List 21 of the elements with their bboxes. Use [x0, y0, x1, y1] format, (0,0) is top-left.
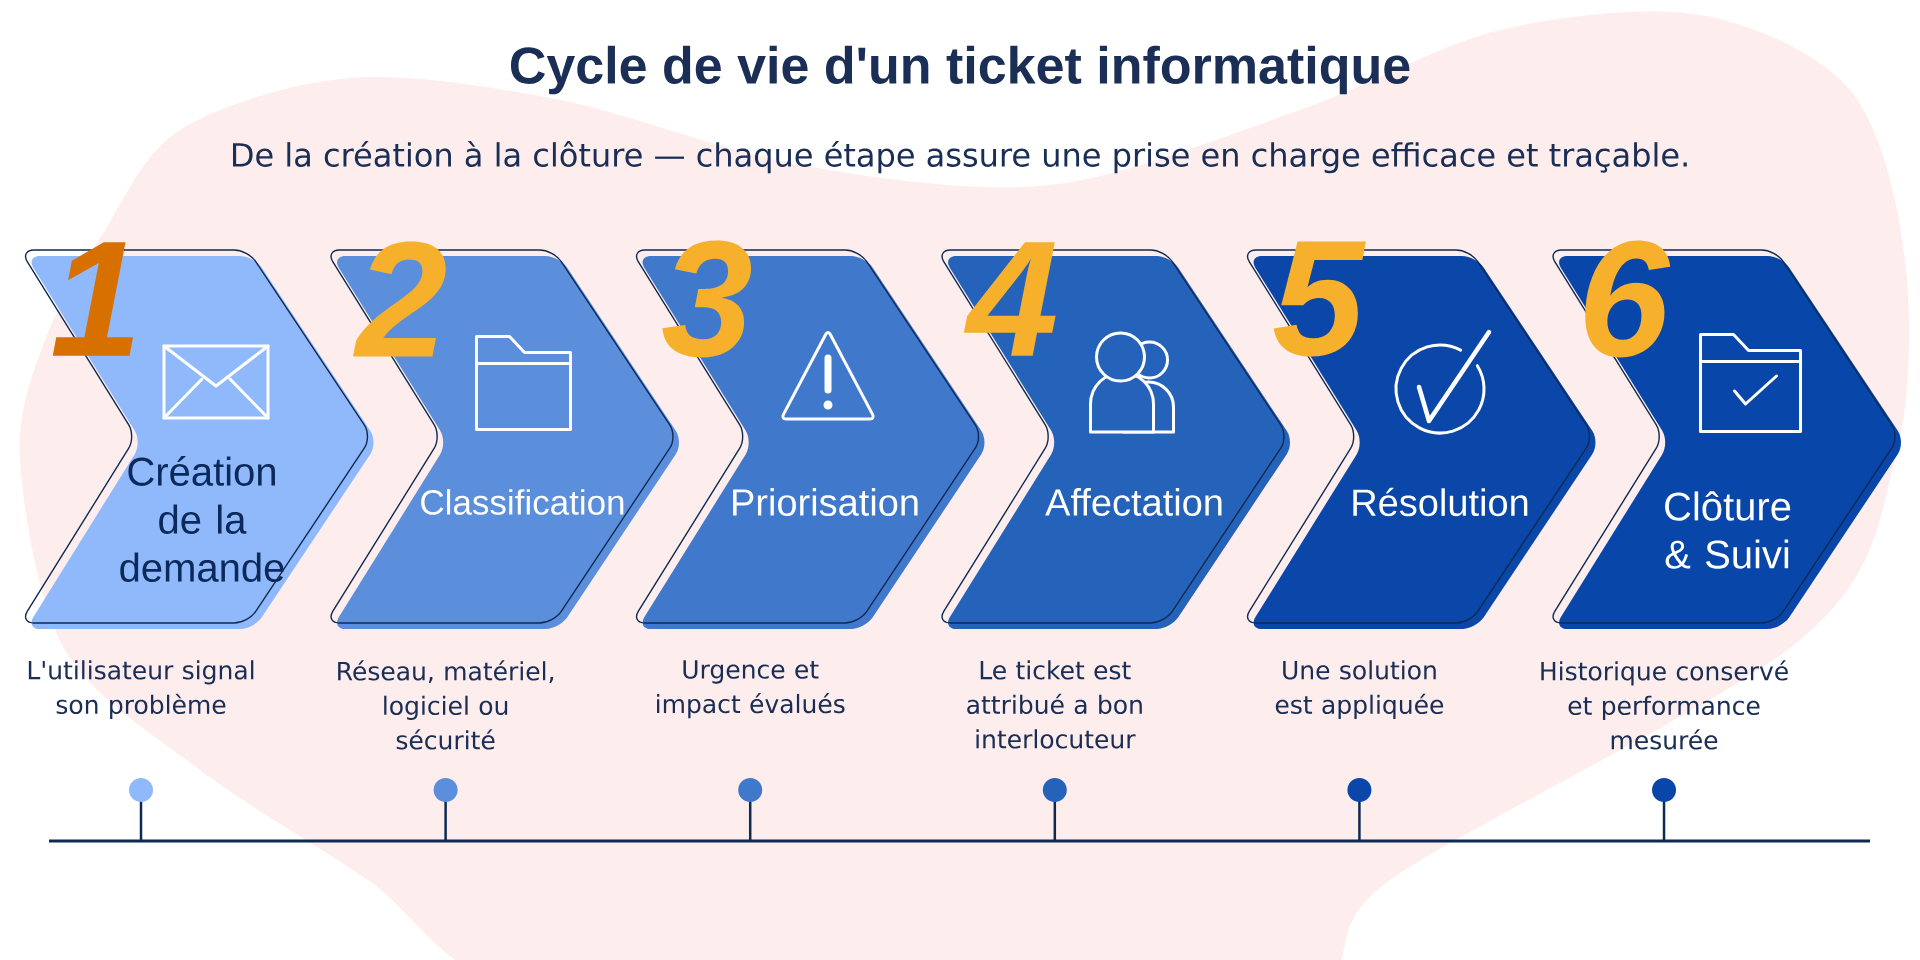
step-number: 6	[1585, 240, 1671, 358]
step-number: 4	[963, 242, 1056, 356]
step-description: Historique conservé et performance mesurée	[1541, 660, 1788, 750]
step-title: Création de la demande	[120, 456, 284, 582]
step-title: Affectation	[1045, 488, 1222, 516]
step-description: Le ticket est attribué a bon interlocuteur	[967, 660, 1142, 749]
step-number: 1	[52, 242, 133, 356]
step-description: L'utilisateur signal son problème	[28, 660, 254, 719]
step-number: 2	[353, 241, 446, 357]
chevron-step	[1552, 240, 1901, 629]
step-title: Classification	[421, 489, 624, 515]
step-title: Priorisation	[733, 488, 918, 516]
step-description: Réseau, matériel, logiciel ou sécurité	[338, 660, 554, 750]
step-number: 5	[1273, 241, 1366, 357]
step-description: Une solution est appliquée	[1275, 660, 1444, 719]
step-title: Résolution	[1353, 487, 1528, 517]
step-title: Clôture & Suivi	[1665, 491, 1791, 569]
title: Cycle de vie d'un ticket informatique	[510, 45, 1410, 95]
step-description: Urgence et impact évalués	[657, 660, 845, 719]
step-number: 3	[662, 240, 752, 358]
subtitle: De la création à la clôture — chaque étape assure une prise en charge efficace et traçable.	[233, 140, 1687, 174]
